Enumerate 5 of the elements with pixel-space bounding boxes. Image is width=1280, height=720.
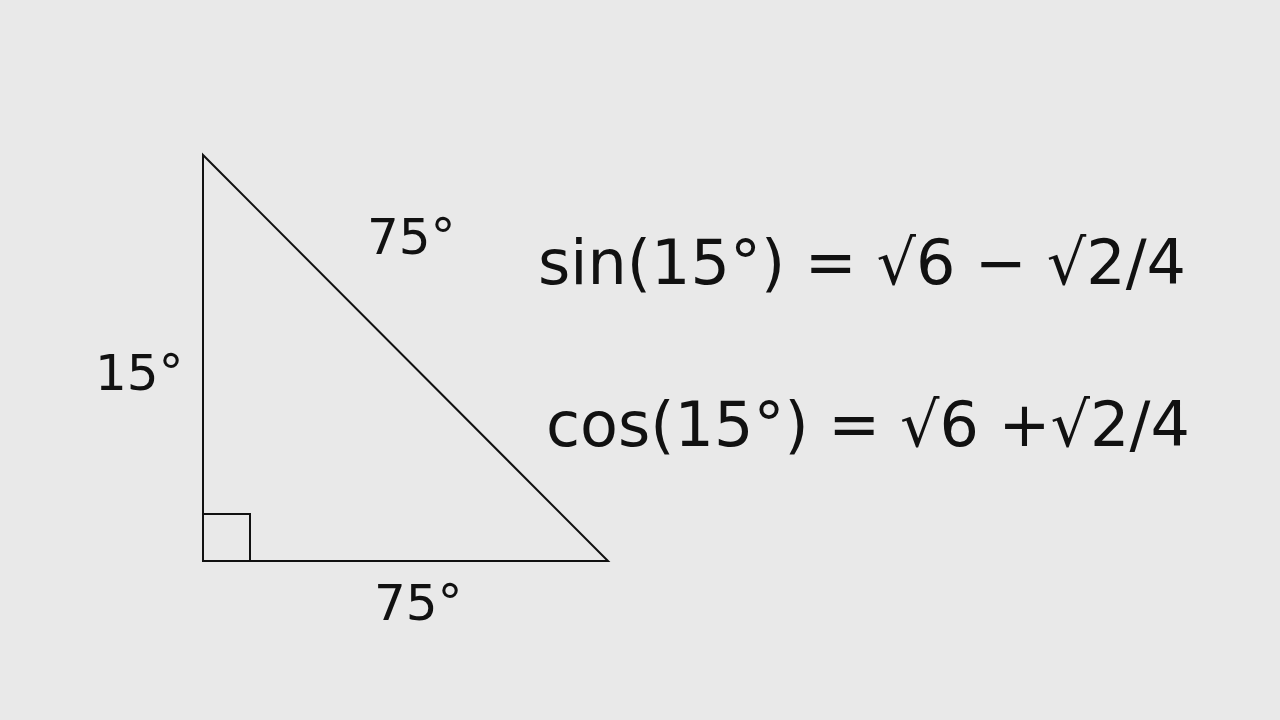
formula: cos(15°) = √6 +√2/4 (546, 394, 1190, 456)
angle-label: 75° (374, 578, 463, 628)
formula: sin(15°) = √6 − √2/4 (538, 232, 1187, 294)
angle-label: 15° (95, 348, 184, 398)
angle-label: 75° (367, 212, 456, 262)
